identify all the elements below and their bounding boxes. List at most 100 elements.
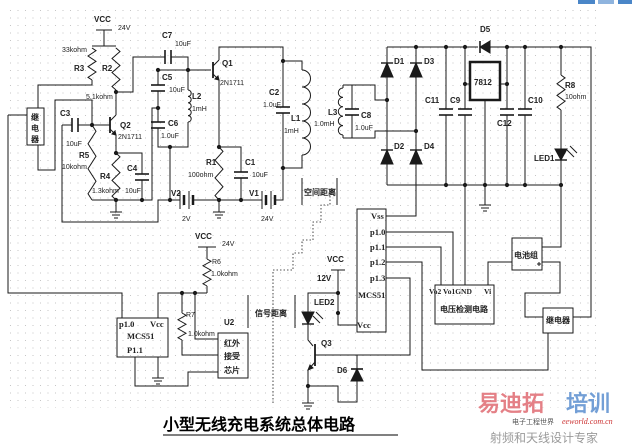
c8-value: 1.0uF: [355, 125, 373, 132]
c6-label: C6: [168, 119, 179, 128]
l3-value: 1.0mH: [314, 121, 335, 128]
l1-inductor: [301, 69, 311, 156]
wire: [490, 46, 592, 318]
c2-value: 1.0uF: [263, 102, 281, 109]
v2-value: 2V: [182, 216, 191, 223]
q3-transistor: [307, 364, 314, 371]
junction-dot: [113, 89, 119, 95]
r6-resistor: [201, 258, 213, 287]
small-p11-label: P1.1: [127, 345, 143, 355]
vcc-voltage: 24V: [118, 25, 131, 32]
c9-label: C9: [450, 96, 461, 105]
wire: [307, 324, 314, 347]
small-mcs51-chip: [116, 317, 169, 358]
ir-receiver-chip: [217, 332, 249, 379]
watermark-brand-blue: 培训: [566, 391, 610, 417]
small-vcc-label: Vcc: [150, 319, 164, 329]
receiver-labels: L3 1.0mH C8 1.0uF D1 D3 D2 D4 D5 C11 C9 …: [314, 25, 587, 163]
relay-char-1: 继: [31, 112, 39, 122]
r2-label: R2: [102, 64, 113, 73]
vcc12-label: VCC: [327, 255, 344, 264]
c5-value: 10uF: [169, 87, 185, 94]
wire: [171, 56, 189, 70]
wire: [487, 261, 512, 285]
wire: [275, 168, 284, 201]
led2-label: LED2: [314, 298, 335, 307]
junction-dot: [443, 182, 449, 188]
l2-label: L2: [192, 92, 202, 101]
junction-dot: [504, 81, 510, 87]
watermark-slogan: 射频和天线设计专家: [490, 430, 598, 445]
wire: [92, 107, 158, 201]
wire: [337, 270, 357, 326]
c10-label: C10: [528, 96, 543, 105]
d6-diode: [350, 367, 364, 382]
r3-label: R3: [74, 64, 85, 73]
wire: [315, 277, 411, 356]
watermark: 易迪拓 培训 电子工程世界 eeworld.com.cn 射频和天线设计专家: [478, 391, 613, 445]
ir-chip-line3: 芯片: [224, 365, 240, 375]
wire: [134, 357, 218, 387]
v1-label: V1: [249, 189, 259, 198]
junction-dot: [113, 150, 119, 156]
c4-value: 10uF: [125, 188, 141, 195]
wire: [524, 261, 561, 318]
r6-label: R6: [212, 259, 221, 266]
led1-arrows: [569, 145, 578, 154]
q1-transistor: [212, 59, 220, 67]
battery-label: 电池组: [514, 250, 538, 260]
junction-dot: [280, 165, 286, 171]
r8-resistor: [556, 74, 566, 111]
q2-part: 2N1711: [118, 134, 142, 141]
r7-label: R7: [186, 312, 195, 319]
mcs51-label: MCS51: [358, 290, 385, 300]
wire: [282, 113, 303, 169]
l3-label: L3: [328, 108, 338, 117]
watermark-brand-red: 易迪拓: [478, 392, 544, 417]
q2-transistor: [109, 114, 117, 122]
junction-dot: [482, 182, 488, 188]
relay2-box: [542, 307, 574, 334]
wire: [386, 261, 549, 371]
wire: [307, 292, 338, 312]
wire: [157, 122, 189, 148]
c6-value: 1.0uF: [161, 133, 179, 140]
q1-label: Q1: [222, 59, 233, 68]
detector-label: 电压检测电路: [440, 304, 489, 314]
r2-value: 5.1kohm: [86, 94, 113, 101]
l2-inductor: [187, 89, 192, 123]
junction-dot: [384, 97, 390, 103]
battery-pack-box: [511, 237, 543, 271]
q1-transistor: [214, 75, 220, 81]
junction-dot: [167, 197, 173, 203]
r2-resistor: [111, 47, 121, 91]
transmitter-labels: VCC 24V 33kohm R3 R2 5.1kohm C7 10uF Q1 …: [30, 15, 336, 223]
wire: [181, 340, 218, 356]
c5-label: C5: [162, 73, 173, 82]
l1-value: 1mH: [284, 128, 299, 135]
small-mcs51-label: MCS51: [127, 331, 154, 341]
q3-label: Q3: [321, 339, 332, 348]
c7-label: C7: [162, 31, 173, 40]
junction-dot: [443, 44, 449, 50]
wire: [61, 125, 180, 223]
junction-dot: [504, 44, 510, 50]
ir-chip-line2: 接受: [224, 351, 240, 361]
led1-diode: [554, 148, 568, 162]
r5-label: R5: [79, 151, 90, 160]
dotted-separator: [272, 190, 331, 403]
p10-pin-label: p1.0: [370, 227, 385, 237]
c7-value: 10uF: [175, 41, 191, 48]
r8-label: R8: [565, 81, 576, 90]
c3-label: C3: [60, 109, 71, 118]
r1-value: 100ohm: [188, 172, 213, 179]
circuit-shapes: [7, 29, 592, 410]
p13-pin-label: p1.3: [370, 273, 385, 283]
small-p10-label: p1.0: [119, 319, 134, 329]
wire: [343, 84, 387, 101]
v2-label: V2: [171, 189, 181, 198]
mcs51-chip: [356, 208, 387, 333]
c4-label: C4: [127, 164, 138, 173]
vcc12-voltage: 12V: [317, 274, 332, 283]
c1-label: C1: [245, 158, 256, 167]
